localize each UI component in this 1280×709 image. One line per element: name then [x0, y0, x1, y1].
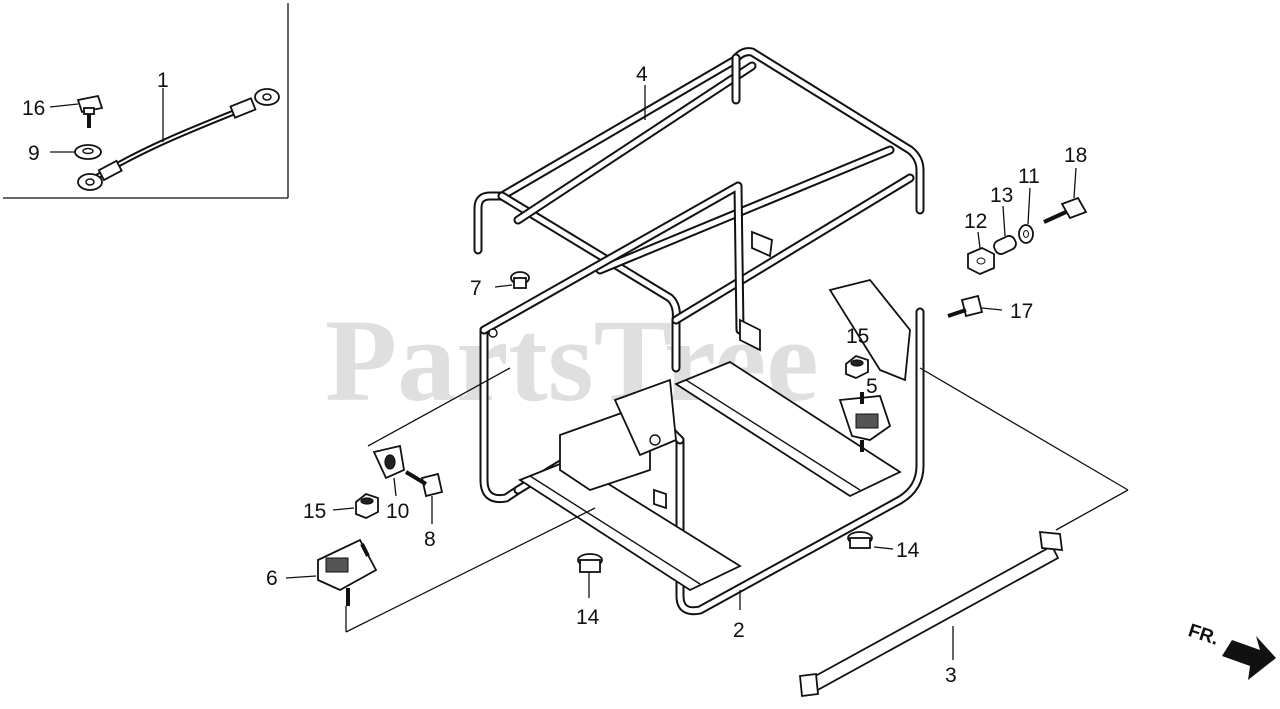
washer-9 — [74, 144, 102, 160]
ground-cable — [77, 88, 280, 191]
label-13: 13 — [990, 184, 1013, 207]
mount-6 — [317, 538, 378, 606]
bolt-8 — [404, 470, 444, 498]
label-9: 9 — [28, 142, 40, 165]
grommet-7 — [510, 271, 530, 289]
label-3: 3 — [945, 664, 957, 687]
strap-3 — [799, 530, 1064, 698]
bolt-18 — [1043, 196, 1088, 224]
washer-11 — [1018, 224, 1034, 244]
grommet-14-right — [847, 531, 873, 549]
label-15-lower: 15 — [303, 500, 326, 523]
label-14-right: 14 — [896, 539, 920, 562]
label-10: 10 — [386, 500, 409, 523]
label-15-upper: 15 — [846, 325, 869, 348]
label-2: 2 — [733, 619, 745, 642]
inset-frame — [3, 3, 289, 199]
label-17: 17 — [1010, 300, 1033, 323]
bolt-16 — [76, 94, 104, 128]
label-18: 18 — [1064, 144, 1087, 167]
label-4: 4 — [636, 63, 648, 86]
label-5: 5 — [866, 375, 878, 398]
main-frame — [479, 181, 925, 616]
grommet-14-lower — [577, 553, 603, 573]
front-direction-marker: FR. — [1186, 620, 1276, 680]
bolt-17 — [947, 294, 984, 318]
label-7: 7 — [470, 277, 482, 300]
label-16: 16 — [22, 97, 45, 120]
nut-12 — [967, 247, 995, 275]
assembly-guides — [345, 367, 1129, 633]
mount-5 — [838, 392, 892, 452]
label-12: 12 — [964, 210, 987, 233]
label-1: 1 — [157, 69, 169, 92]
nut-15-upper — [845, 354, 869, 379]
front-marker-text: FR. — [1186, 620, 1222, 649]
collar-13 — [993, 235, 1017, 255]
label-11: 11 — [1018, 165, 1040, 188]
bracket-10 — [372, 444, 406, 480]
nut-15-lower — [355, 492, 379, 519]
label-14-lower: 14 — [576, 606, 600, 629]
upper-frame — [473, 47, 925, 373]
label-8: 8 — [424, 528, 436, 551]
label-6: 6 — [266, 567, 278, 590]
